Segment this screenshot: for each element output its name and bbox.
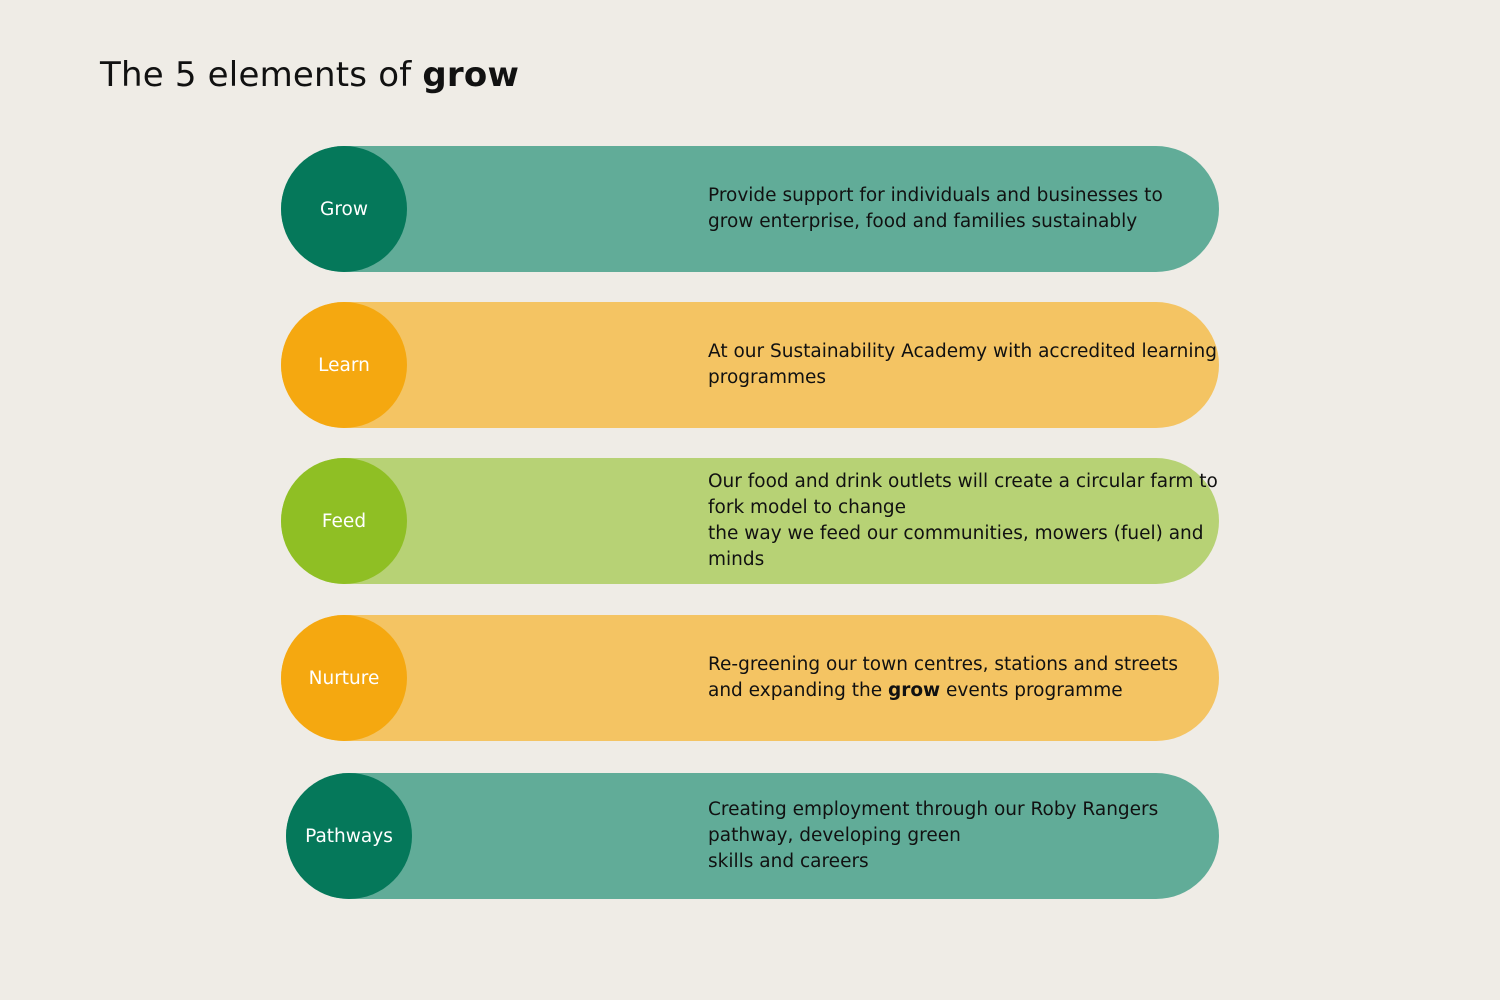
element-circle-grow: Grow	[281, 146, 407, 272]
description-text: Creating employment through our Roby Ran…	[708, 799, 1159, 872]
element-description: Provide support for individuals and busi…	[708, 183, 1163, 235]
description-text: At our Sustainability Academy with accre…	[708, 341, 1217, 388]
element-description: Creating employment through our Roby Ran…	[708, 797, 1219, 875]
element-description: At our Sustainability Academy with accre…	[708, 339, 1219, 391]
element-circle-learn: Learn	[281, 302, 407, 428]
element-label: Learn	[318, 354, 370, 376]
page-title-emphasis: grow	[422, 55, 520, 95]
element-label: Grow	[320, 198, 368, 220]
element-description: Re-greening our town centres, stations a…	[708, 652, 1178, 704]
element-row-nurture: Re-greening our town centres, stations a…	[281, 615, 1219, 741]
element-circle-nurture: Nurture	[281, 615, 407, 741]
description-text: Provide support for individuals and busi…	[708, 185, 1163, 232]
page-title-prefix: The 5 elements of	[100, 55, 423, 95]
page-title: The 5 elements of grow	[100, 52, 519, 98]
description-emphasis: grow	[887, 680, 941, 701]
element-circle-pathways: Pathways	[286, 773, 412, 899]
element-label: Pathways	[305, 825, 393, 847]
element-row-learn: At our Sustainability Academy with accre…	[281, 302, 1219, 428]
element-circle-feed: Feed	[281, 458, 407, 584]
description-text: events programme	[940, 680, 1123, 701]
element-row-feed: Our food and drink outlets will create a…	[281, 458, 1219, 584]
element-row-pathways: Creating employment through our Roby Ran…	[286, 773, 1219, 899]
element-description: Our food and drink outlets will create a…	[708, 469, 1219, 573]
element-label: Nurture	[308, 667, 380, 689]
element-row-grow: Provide support for individuals and busi…	[281, 146, 1219, 272]
element-label: Feed	[321, 510, 367, 532]
description-text: Re-greening our town centres, stations a…	[708, 654, 1178, 701]
description-text: Our food and drink outlets will create a…	[708, 471, 1218, 570]
